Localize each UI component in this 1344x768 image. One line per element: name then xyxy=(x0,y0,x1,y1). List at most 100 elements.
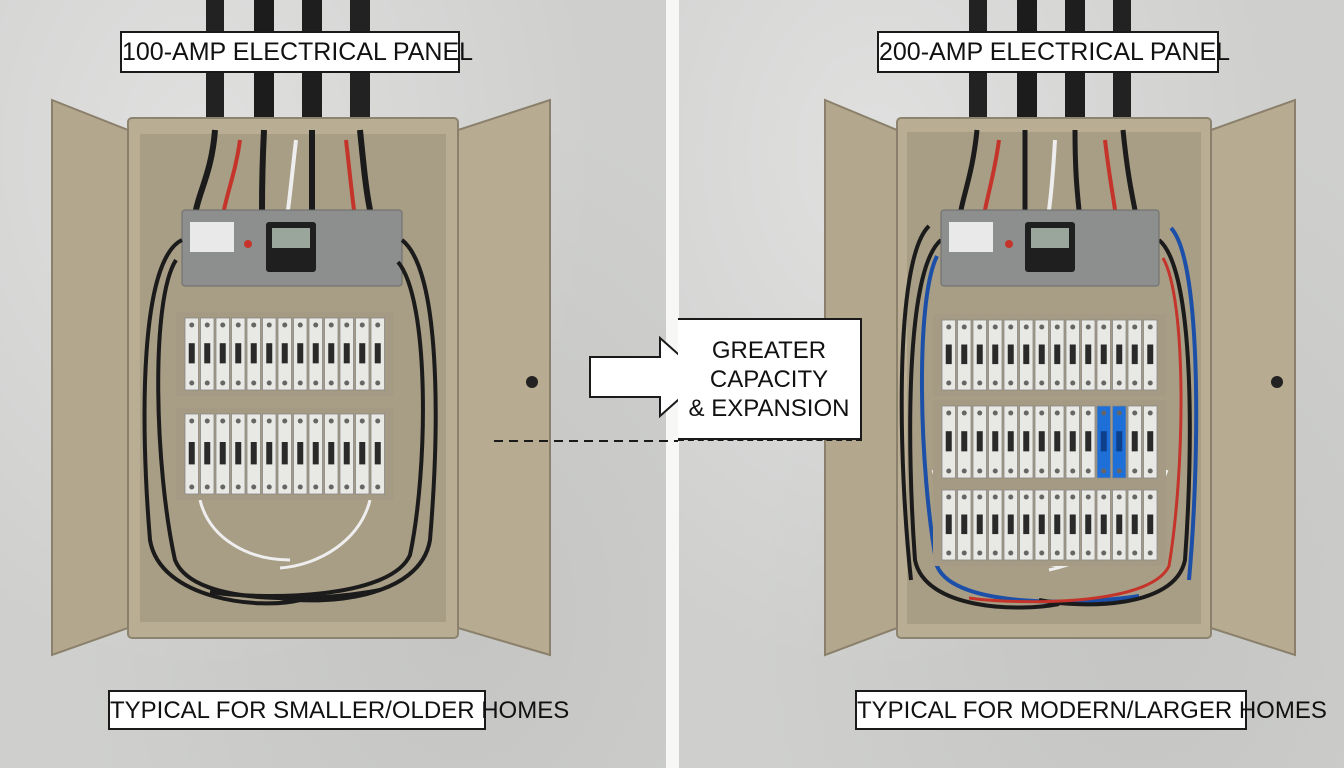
breaker-toggle xyxy=(312,442,319,465)
terminal-screw xyxy=(359,484,365,490)
terminal-screw xyxy=(1101,380,1107,386)
terminal-screw xyxy=(235,484,241,490)
terminal-screw xyxy=(1147,468,1153,474)
breaker-toggle xyxy=(343,442,350,465)
terminal-screw xyxy=(375,418,381,424)
terminal-screw xyxy=(204,380,210,386)
terminal-screw xyxy=(1116,410,1122,416)
breaker-toggle xyxy=(1100,514,1107,535)
breaker-toggle xyxy=(1069,344,1076,365)
terminal-screw xyxy=(328,380,334,386)
terminal-screw xyxy=(344,484,350,490)
terminal-screw xyxy=(977,494,983,500)
terminal-screw xyxy=(1070,494,1076,500)
terminal-screw xyxy=(1147,410,1153,416)
breaker-toggle xyxy=(945,514,952,535)
terminal-screw xyxy=(297,380,303,386)
terminal-screw xyxy=(1132,468,1138,474)
terminal-screw xyxy=(992,494,998,500)
right-panel-photo: 200-AMP ELECTRICAL PANEL TYPICAL FOR MOD… xyxy=(679,0,1344,768)
terminal-screw xyxy=(1008,380,1014,386)
breaker-toggle xyxy=(1054,431,1061,452)
breaker-toggle xyxy=(1100,344,1107,365)
terminal-screw xyxy=(235,380,241,386)
terminal-screw xyxy=(313,484,319,490)
breaker-toggle xyxy=(188,442,195,465)
terminal-screw xyxy=(1008,550,1014,556)
terminal-screw xyxy=(251,484,257,490)
breaker-toggle xyxy=(1069,514,1076,535)
terminal-screw xyxy=(1132,324,1138,330)
breaker-toggle xyxy=(976,514,983,535)
terminal-screw xyxy=(189,380,195,386)
terminal-screw xyxy=(961,550,967,556)
terminal-screw xyxy=(946,380,952,386)
breaker-toggle xyxy=(1023,431,1030,452)
callout-line-1: GREATER xyxy=(711,336,827,364)
terminal-screw xyxy=(266,418,272,424)
breaker-toggle xyxy=(1116,431,1123,452)
terminal-screw xyxy=(992,550,998,556)
terminal-screw xyxy=(992,324,998,330)
terminal-screw xyxy=(313,380,319,386)
terminal-screw xyxy=(1039,494,1045,500)
terminal-screw xyxy=(220,418,226,424)
terminal-screw xyxy=(266,380,272,386)
breaker-row-3 xyxy=(933,484,1166,566)
terminal-screw xyxy=(204,484,210,490)
breaker-toggle xyxy=(1147,514,1154,535)
breaker-toggle xyxy=(1054,514,1061,535)
breaker-toggle xyxy=(1131,431,1138,452)
terminal-screw xyxy=(946,494,952,500)
terminal-screw xyxy=(1054,468,1060,474)
terminal-screw xyxy=(977,380,983,386)
terminal-screw xyxy=(251,322,257,328)
breaker-toggle xyxy=(1085,431,1092,452)
breaker-toggle xyxy=(204,442,211,465)
breaker-toggle xyxy=(1007,514,1014,535)
breaker-toggle xyxy=(945,431,952,452)
right-door xyxy=(457,98,551,657)
terminal-screw xyxy=(1070,324,1076,330)
terminal-screw xyxy=(1039,380,1045,386)
terminal-screw xyxy=(1070,380,1076,386)
terminal-screw xyxy=(1023,468,1029,474)
terminal-screw xyxy=(1023,410,1029,416)
callout-dashed-bottom xyxy=(678,439,862,441)
terminal-screw xyxy=(1070,410,1076,416)
breaker-toggle xyxy=(281,343,288,364)
terminal-screw xyxy=(328,418,334,424)
breaker-toggle xyxy=(374,343,381,364)
din-rail xyxy=(933,484,1166,566)
terminal-screw xyxy=(313,322,319,328)
breaker-toggle xyxy=(266,442,273,465)
breaker-toggle xyxy=(359,343,366,364)
breaker-toggle xyxy=(250,442,257,465)
breaker-toggle xyxy=(328,442,335,465)
breaker-toggle xyxy=(961,344,968,365)
terminal-screw xyxy=(282,322,288,328)
terminal-screw xyxy=(1023,494,1029,500)
terminal-screw xyxy=(220,380,226,386)
capacity-callout: GREATER CAPACITY & EXPANSION xyxy=(678,318,862,440)
breaker-toggle xyxy=(1131,344,1138,365)
terminal-screw xyxy=(977,468,983,474)
terminal-screw xyxy=(1054,380,1060,386)
terminal-screw xyxy=(946,324,952,330)
terminal-screw xyxy=(359,418,365,424)
terminal-screw xyxy=(1054,410,1060,416)
panel-200-amp-illustration xyxy=(824,0,1296,657)
terminal-screw xyxy=(1085,550,1091,556)
terminal-screw xyxy=(1132,494,1138,500)
breaker-toggle xyxy=(297,343,304,364)
breaker-toggle xyxy=(1085,514,1092,535)
terminal-screw xyxy=(1039,324,1045,330)
terminal-screw xyxy=(1070,468,1076,474)
terminal-screw xyxy=(977,410,983,416)
entry-wires xyxy=(193,129,373,211)
breaker-toggle xyxy=(961,431,968,452)
terminal-screw xyxy=(1039,468,1045,474)
terminal-screw xyxy=(328,322,334,328)
panel-200-amp-title: 200-AMP ELECTRICAL PANEL xyxy=(877,31,1230,73)
terminal-screw xyxy=(235,322,241,328)
